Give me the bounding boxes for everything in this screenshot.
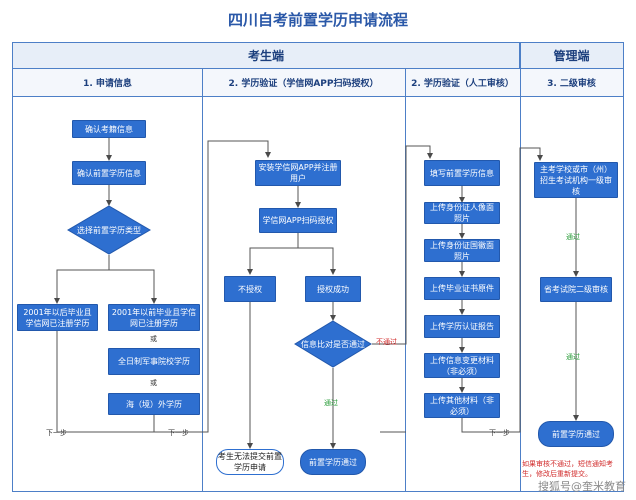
page-title: 四川自考前置学历申请流程 [227,11,408,29]
choose-type-label: 选择前置学历类型 [77,225,141,235]
or-label: 或 [150,379,157,387]
cannot-submit-node: 考生无法提交前置学历申请 [216,449,284,475]
rejection-note: 如果审核不通过，短信通知考生，修改后重新提交。 [522,460,613,478]
choose-type-decision: 选择前置学历类型 [67,205,151,255]
column-header-app-verify: 2. 学历验证（学信网APP扫码授权） [202,69,405,97]
column-header-manual-verify: 2. 学历验证（人工审核） [405,69,520,97]
upload-id-front-node: 上传身份证人像面照片 [424,202,500,224]
next-step-label: 下一步 [168,429,189,437]
submit-pass-node: 前置学历通过 [300,449,366,475]
city-review-node: 主考学校或市（州）招生考试机构一级审核 [534,162,618,198]
auth-ok-node: 授权成功 [305,276,361,302]
upload-diploma-node: 上传毕业证书原件 [424,277,500,300]
scan-auth-node: 学信网APP扫码授权 [259,208,337,233]
next-step-label: 下一步 [489,429,510,437]
no-auth-node: 不授权 [224,276,276,302]
install-app-node: 安装学信网APP并注册用户 [255,160,341,186]
pass-label: 通过 [566,353,580,361]
upload-change-node: 上传信息变更材料（非必须） [424,353,500,378]
column-header-apply: 1. 申请信息 [13,69,202,97]
military-node: 全日制军事院校学历 [108,348,200,375]
column-header-second-review: 3. 二级审核 [520,69,623,97]
upload-other-node: 上传其他材料（非必须） [424,393,500,418]
watermark: 搜狐号@奎米教育 [538,480,626,493]
upload-id-back-node: 上传身份证国徽面照片 [424,239,500,262]
not-pass-label: 不通过 [376,338,397,346]
overseas-node: 海（境）外学历 [108,393,200,415]
final-pass-node: 前置学历通过 [538,421,614,447]
province-review-node: 省考试院二级审核 [540,277,612,302]
flowchart-frame: 考生端 管理端 1. 申请信息 2. 学历验证（学信网APP扫码授权） 2. 学… [12,42,624,492]
lane-admin: 管理端 [520,43,623,69]
info-match-label: 信息比对是否通过 [301,339,365,349]
lane-candidate: 考生端 [13,43,520,69]
confirm-exam-node: 确认考籍信息 [72,120,146,138]
next-step-label: 下一步 [46,429,67,437]
upload-cert-node: 上传学历认证报告 [424,315,500,338]
info-match-decision: 信息比对是否通过 [294,320,372,368]
pass-label: 通过 [324,399,338,407]
fill-info-node: 填写前置学历信息 [424,160,500,186]
column-divider [202,69,203,491]
or-label: 或 [150,335,157,343]
pass-label: 通过 [566,233,580,241]
before-2001-node: 2001年以前毕业且学信网已注册学历 [108,304,200,331]
after-2001-node: 2001年以后毕业且学信网已注册学历 [17,304,98,331]
confirm-edu-node: 确认前置学历信息 [72,161,146,185]
